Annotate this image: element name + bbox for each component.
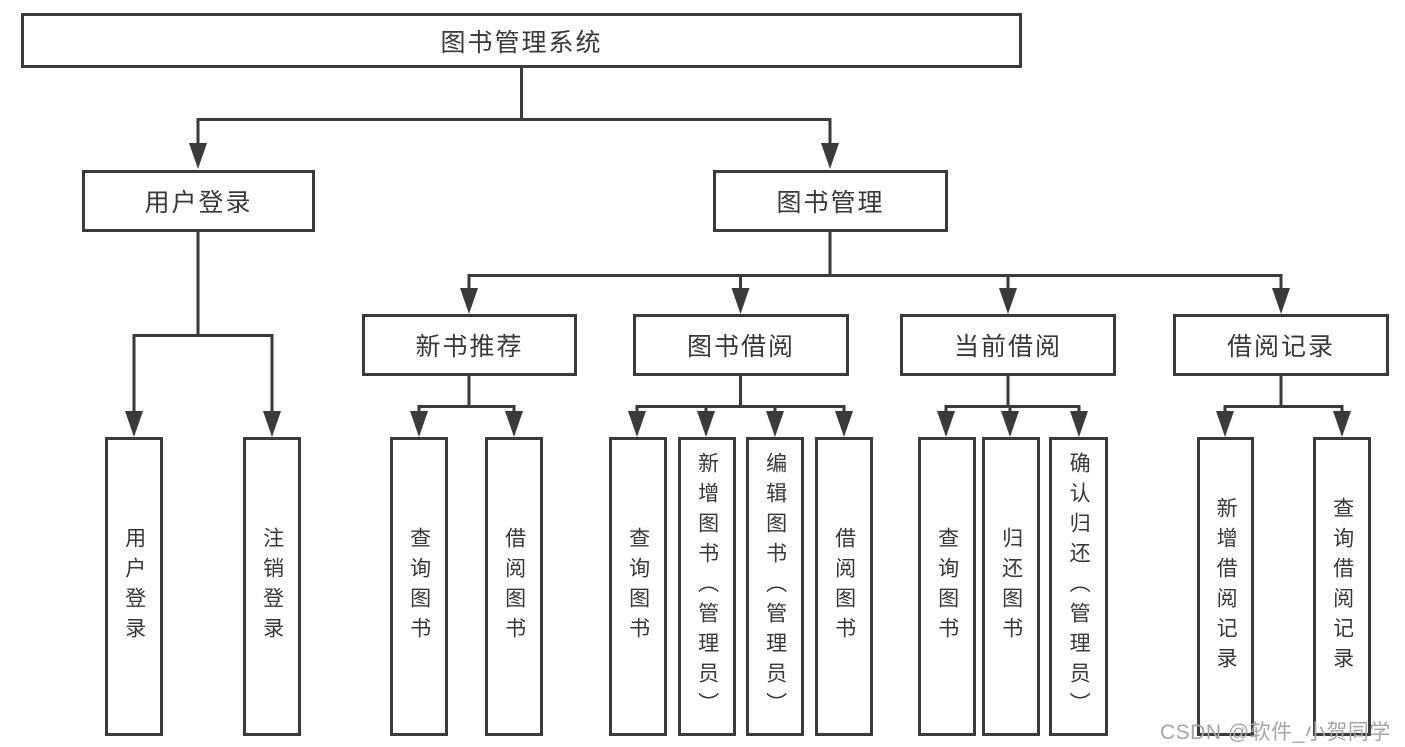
node-current-borrowing: 当前借阅 xyxy=(900,314,1116,376)
arrowhead xyxy=(697,411,715,437)
arrowhead xyxy=(460,288,478,314)
node-label: 归还图书 xyxy=(999,526,1023,647)
leaf-borrow-books-borrowing: 借阅图书 xyxy=(815,437,873,736)
leaf-query-books-current: 查询图书 xyxy=(918,437,976,736)
arrowhead xyxy=(1216,411,1234,437)
connector-new-book xyxy=(417,376,516,415)
node-label: 图书管理系统 xyxy=(440,28,603,57)
node-new-book-recommendation: 新书推荐 xyxy=(362,314,577,376)
connector-book-borrowing xyxy=(635,376,846,415)
arrowhead xyxy=(628,411,646,437)
leaf-confirm-return-admin: 确认归还（管理员） xyxy=(1049,437,1108,736)
arrowhead xyxy=(1333,411,1351,437)
connector-root xyxy=(196,68,832,148)
node-label: 借阅记录 xyxy=(1226,333,1335,361)
leaf-add-books-admin: 新增图书（管理员） xyxy=(678,437,736,736)
node-label: 查询借阅记录 xyxy=(1330,496,1354,677)
leaf-logout: 注销登录 xyxy=(243,437,301,736)
arrowhead xyxy=(505,411,523,437)
node-label: 注销登录 xyxy=(260,526,284,647)
node-label: 编辑图书（管理员） xyxy=(763,451,787,722)
leaf-user-login: 用户登录 xyxy=(105,437,163,736)
node-label: 确认归还（管理员） xyxy=(1067,451,1091,722)
leaf-add-borrow-record: 新增借阅记录 xyxy=(1197,437,1254,736)
arrowhead xyxy=(766,411,784,437)
node-library-system: 图书管理系统 xyxy=(21,13,1022,68)
node-label: 图书借阅 xyxy=(686,333,795,361)
arrowhead xyxy=(1272,288,1290,314)
arrowhead xyxy=(999,288,1017,314)
node-borrowing-records: 借阅记录 xyxy=(1173,314,1389,376)
node-label: 新书推荐 xyxy=(415,333,524,361)
node-label: 新增借阅记录 xyxy=(1214,496,1238,677)
connector-current-borrowing xyxy=(944,376,1081,415)
node-label: 查询图书 xyxy=(407,526,431,647)
arrowhead xyxy=(731,288,750,314)
arrowhead xyxy=(125,411,143,437)
node-label: 用户登录 xyxy=(122,526,146,647)
node-label: 新增图书（管理员） xyxy=(695,451,719,722)
arrowhead xyxy=(1070,411,1088,437)
leaf-query-books-borrowing: 查询图书 xyxy=(609,437,667,736)
arrowhead xyxy=(821,143,839,169)
node-label: 借阅图书 xyxy=(502,526,526,647)
csdn-watermark: CSDN @软件_小贺同学 xyxy=(1160,721,1391,744)
node-label: 查询图书 xyxy=(626,526,650,647)
leaf-borrow-books-recommend: 借阅图书 xyxy=(485,437,543,736)
node-label: 查询图书 xyxy=(935,526,959,647)
node-book-management: 图书管理 xyxy=(713,170,948,232)
leaf-query-books-recommend: 查询图书 xyxy=(390,437,448,736)
connector-book-management xyxy=(467,232,1283,292)
node-label: 用户登录 xyxy=(144,189,253,217)
leaf-edit-books-admin: 编辑图书（管理员） xyxy=(746,437,804,736)
connector-user-login xyxy=(132,232,274,415)
leaf-query-borrow-record: 查询借阅记录 xyxy=(1313,437,1371,736)
arrowhead xyxy=(263,411,281,437)
arrowhead xyxy=(1001,411,1019,437)
node-book-borrowing: 图书借阅 xyxy=(633,314,849,376)
arrowhead xyxy=(189,143,207,169)
node-user-login: 用户登录 xyxy=(82,170,315,232)
node-label: 当前借阅 xyxy=(953,333,1062,361)
arrowhead xyxy=(937,411,955,437)
node-label: 借阅图书 xyxy=(832,526,856,647)
arrowhead xyxy=(835,411,853,437)
arrowhead xyxy=(410,411,428,437)
leaf-return-books: 归还图书 xyxy=(982,437,1040,736)
connector-borrowing-records xyxy=(1223,376,1344,415)
node-label: 图书管理 xyxy=(776,189,885,217)
